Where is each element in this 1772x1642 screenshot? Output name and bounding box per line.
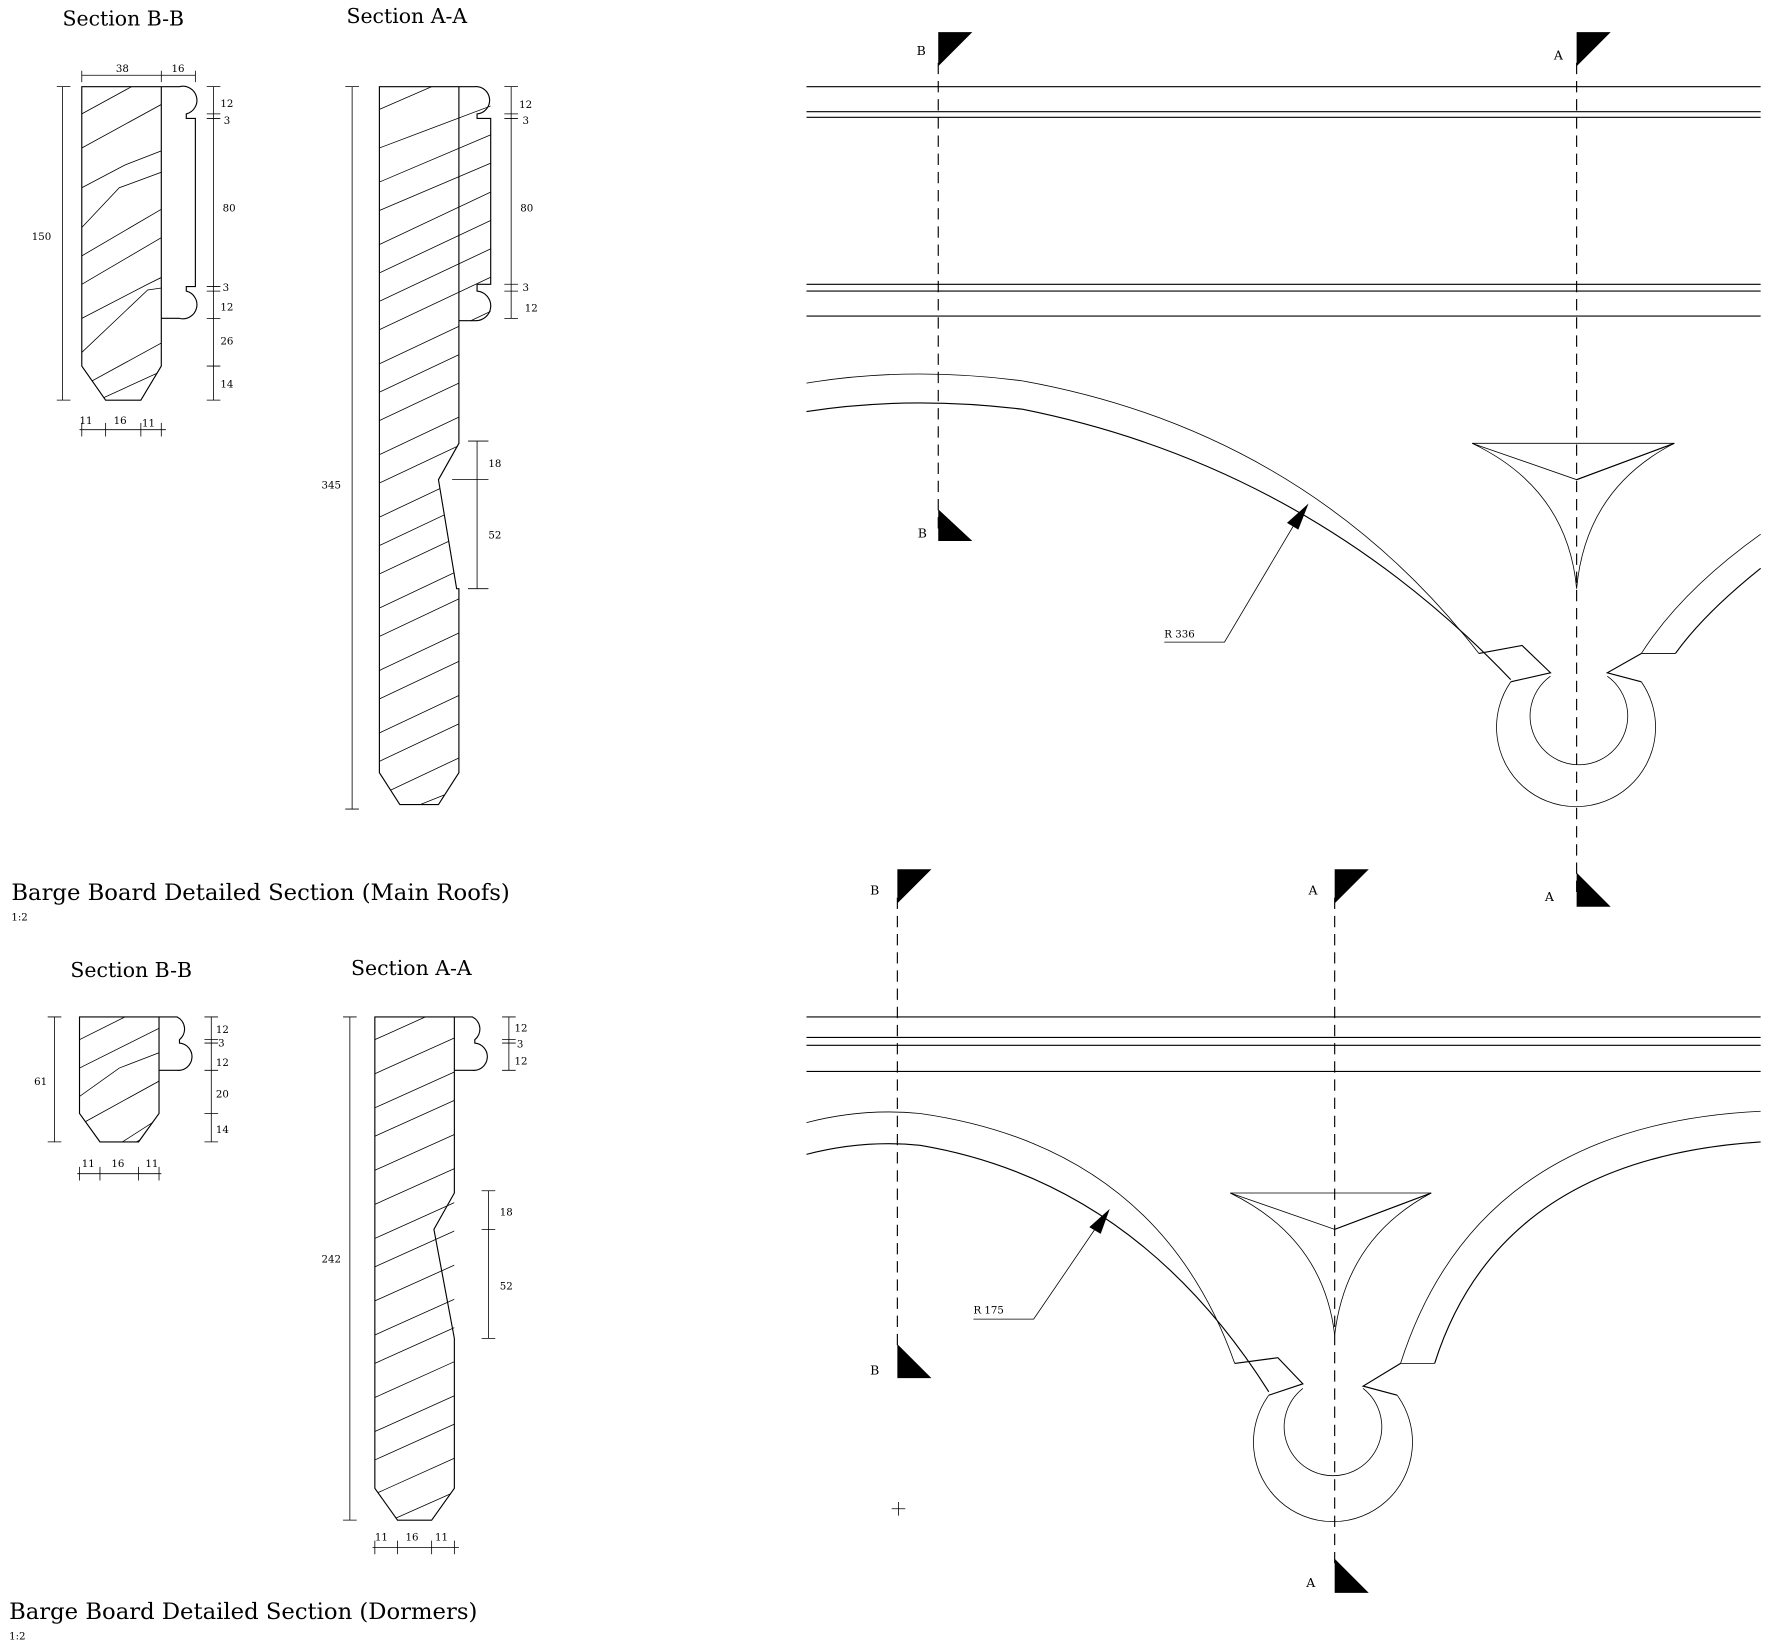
dim-text: 20 [216, 1090, 229, 1101]
dim-text: 12 [220, 99, 233, 110]
dormer-elevation: B B A A R 175 [806, 869, 1761, 1593]
main-section-bb: Section B-B 38 16 150 12 3 80 3 12 26 14… [32, 6, 236, 437]
dim-text: 26 [220, 336, 233, 347]
pendant-drop [1471, 442, 1675, 589]
arch-inner-right [1605, 567, 1761, 683]
profile-outline [81, 85, 198, 401]
dim-text: 3 [218, 1038, 225, 1049]
dim-text: 18 [488, 459, 501, 470]
dim-text: 11 [80, 416, 93, 427]
dim-text: 16 [114, 416, 127, 427]
arch-outer-right [1640, 533, 1761, 654]
dimension-lines [345, 86, 518, 810]
dim-text: 12 [515, 1057, 528, 1068]
dim-text: 11 [142, 418, 155, 429]
drawing-scale: 1:2 [11, 912, 27, 923]
main-section-aa: Section A-A 345 12 3 80 3 12 18 52 [321, 4, 538, 810]
drop-edge [1334, 1192, 1432, 1230]
main-elevation: B B A A R 336 [806, 32, 1761, 907]
dim-text: 52 [488, 531, 501, 542]
marker-label: B [870, 1363, 879, 1378]
dim-text: 12 [216, 1025, 229, 1036]
dim-text: 80 [520, 204, 533, 215]
drawing-title: Barge Board Detailed Section (Dormers) [9, 1599, 477, 1625]
dim-text: 16 [406, 1533, 419, 1544]
drawing-scale: 1:2 [9, 1631, 25, 1642]
crosshair-icon [891, 1501, 906, 1516]
marker-label: A [1553, 47, 1564, 62]
marker-label: A [1308, 882, 1319, 897]
arch-outer-right [1400, 1110, 1761, 1364]
dim-text: 12 [515, 1024, 528, 1035]
arrowhead-icon [1286, 503, 1309, 530]
drawing-title: Barge Board Detailed Section (Main Roofs… [11, 880, 509, 906]
dim-text: 12 [220, 302, 233, 313]
dim-text: 12 [519, 100, 532, 111]
fascia-lines [806, 1016, 1761, 1073]
dim-text: 14 [216, 1125, 229, 1136]
dim-text: 242 [321, 1254, 341, 1265]
dim-text: 11 [435, 1533, 448, 1544]
dim-text: 12 [525, 304, 538, 315]
pendant-loop [1253, 1388, 1413, 1523]
dim-text: 11 [145, 1159, 158, 1170]
arch-inner-right [1361, 1141, 1761, 1396]
grain-hatch [81, 86, 162, 401]
marker-label: B [917, 43, 926, 58]
profile-outline [78, 1016, 193, 1143]
marker-label: A [1305, 1575, 1316, 1590]
grain-hatch [374, 1016, 455, 1521]
dim-text: 18 [500, 1208, 513, 1219]
dim-text: 3 [523, 283, 530, 294]
dimension-lines [56, 70, 221, 437]
dimension-lines [343, 1016, 516, 1555]
dim-text: 38 [116, 64, 129, 75]
dim-text: 52 [500, 1282, 513, 1293]
arch-inner [806, 1143, 1304, 1396]
section-label: Section B-B [70, 958, 192, 982]
arrowhead-icon [1089, 1208, 1110, 1234]
dormer-section-aa: Section A-A 242 12 3 12 18 52 11 16 11 [321, 956, 528, 1555]
arch-outer [806, 1111, 1236, 1364]
section-marker-icon [938, 32, 1611, 907]
dim-text: 11 [375, 1533, 388, 1544]
profile-outline [374, 1016, 488, 1521]
dim-text: 11 [82, 1159, 95, 1170]
dim-text: 16 [172, 64, 185, 75]
dim-text: 61 [34, 1077, 47, 1088]
section-label: Section A-A [346, 4, 467, 28]
grain-hatch [79, 1016, 160, 1142]
dimension-lines [47, 1016, 219, 1181]
radius-label: R 336 [1164, 630, 1194, 641]
drop-edge [1576, 442, 1675, 481]
radius-leader [1164, 513, 1301, 643]
dim-text: 3 [523, 116, 530, 127]
dim-text: 14 [220, 380, 233, 391]
radius-leader [973, 1218, 1103, 1320]
dim-text: 3 [223, 283, 230, 294]
dim-text: 12 [216, 1058, 229, 1069]
marker-label: A [1544, 889, 1555, 904]
marker-label: B [870, 882, 879, 897]
marker-label: B [918, 526, 927, 541]
section-label: Section A-A [351, 956, 472, 980]
arch-inner [806, 402, 1552, 683]
pendant-loop [1496, 675, 1656, 808]
arch-outer [806, 373, 1480, 654]
profile-outline [378, 86, 492, 806]
dormer-section-bb: Section B-B 61 12 3 12 20 14 11 16 11 [34, 958, 229, 1181]
dim-text: 3 [517, 1040, 524, 1051]
grain-hatch [379, 86, 491, 805]
dim-text: 150 [32, 232, 52, 243]
pendant-drop [1230, 1192, 1432, 1336]
section-label: Section B-B [62, 6, 184, 30]
dim-text: 16 [111, 1159, 124, 1170]
radius-label: R 175 [973, 1305, 1003, 1316]
dim-text: 3 [224, 116, 231, 127]
section-marker-icon [897, 869, 1369, 1593]
fascia-lines [806, 86, 1761, 317]
dim-text: 345 [321, 481, 341, 492]
dim-text: 80 [223, 204, 236, 215]
